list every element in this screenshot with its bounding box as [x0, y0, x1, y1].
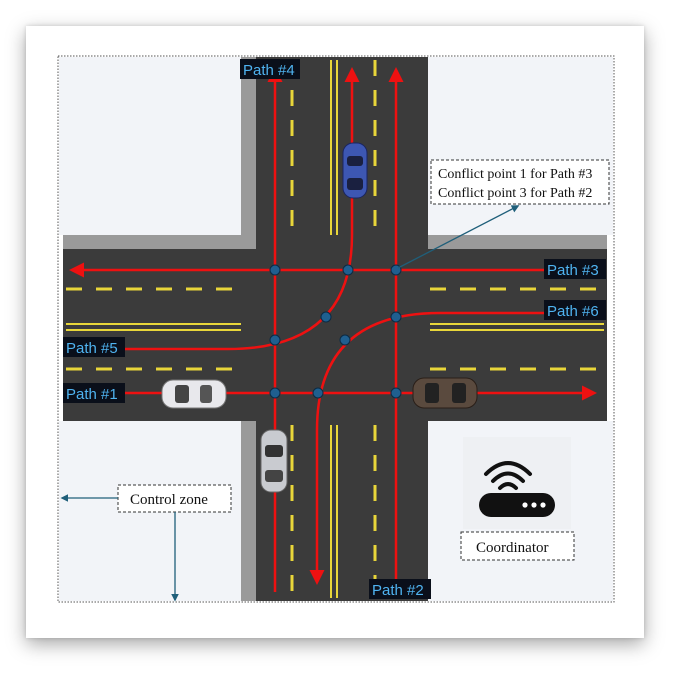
conflict-point — [269, 334, 281, 346]
path-label-3: Path #3 — [544, 259, 606, 279]
lane-markings — [66, 60, 604, 598]
conflict-point — [339, 334, 351, 346]
control-zone-boundary — [57, 55, 615, 603]
conflict-point — [342, 264, 354, 276]
path-label-5: Path #5 — [63, 337, 125, 357]
conflict-point — [390, 387, 402, 399]
car-silver-southbound — [260, 429, 288, 493]
annotation-line-1: Conflict point 1 for Path #3 — [438, 167, 592, 182]
svg-text:Path #4: Path #4 — [243, 62, 295, 79]
car-white-eastbound — [161, 379, 227, 409]
coordinator: Coordinator — [460, 437, 575, 561]
conflict-point — [269, 264, 281, 276]
svg-text:Path #3: Path #3 — [547, 262, 599, 279]
path-label-1: Path #1 — [63, 383, 125, 403]
path-5-line — [122, 67, 360, 351]
annotation-line-2: Conflict point 3 for Path #2 — [438, 186, 592, 201]
path-label-6: Path #6 — [544, 300, 606, 320]
conflict-point — [269, 387, 281, 399]
path-label-2: Path #2 — [369, 579, 431, 599]
svg-text:Path #5: Path #5 — [66, 340, 118, 357]
conflict-point — [312, 387, 324, 399]
path-label-4: Path #4 — [240, 59, 300, 79]
annotation-leader-line — [397, 205, 520, 269]
svg-text:Path #1: Path #1 — [66, 386, 118, 403]
control-zone-annotation: Control zone — [60, 484, 232, 602]
svg-text:Path #2: Path #2 — [372, 582, 424, 599]
wifi-router-icon — [479, 461, 555, 517]
conflict-point — [320, 311, 332, 323]
conflict-point — [390, 311, 402, 323]
car-brown-westbound — [412, 377, 478, 409]
conflict-annotation: Conflict point 1 for Path #3 Conflict po… — [397, 159, 610, 269]
svg-text:Path #6: Path #6 — [547, 303, 599, 320]
conflict-points — [269, 264, 402, 399]
car-blue-northbound — [342, 142, 368, 199]
control-zone-label: Control zone — [130, 492, 208, 508]
coordinator-label: Coordinator — [476, 540, 549, 556]
